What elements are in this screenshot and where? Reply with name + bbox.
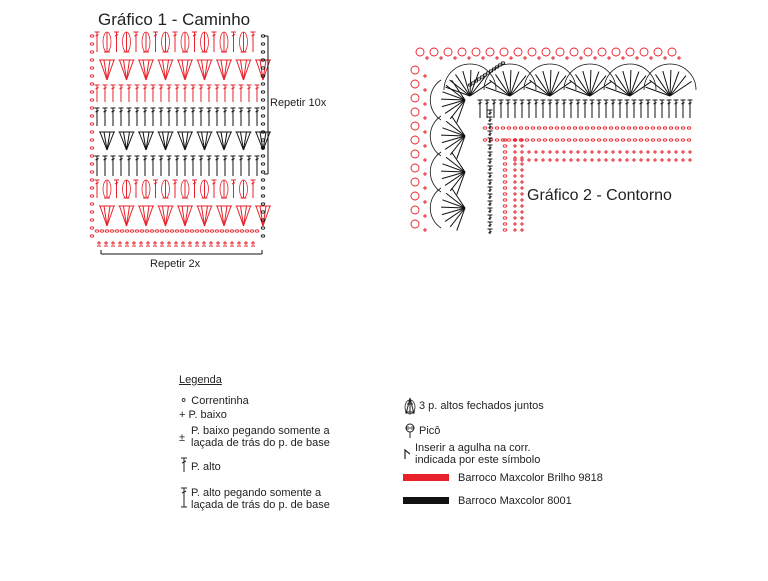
repeat-rows-label: Repetir 10x: [270, 97, 327, 109]
repeat-cols-label: Repetir 2x: [150, 258, 201, 270]
double-crochet-icon: [181, 457, 187, 472]
picot-icon: [405, 423, 415, 438]
chart2-title: Gráfico 2 - Contorno: [527, 187, 672, 204]
chain-stitch-icon: ⚬: [179, 395, 189, 407]
chart1-title: Gráfico 1 - Caminho: [98, 10, 251, 29]
single-crochet-icon: +: [179, 409, 186, 421]
three-dc-cluster-icon: [404, 397, 416, 415]
double-crochet-back-loop-icon: [181, 487, 187, 508]
legend-item-chain: ⚬ Correntinha: [179, 395, 249, 407]
legend-title: Legenda: [179, 374, 222, 386]
legend-color-label-black: Barroco Maxcolor 8001: [458, 495, 572, 507]
legend-item-single-crochet: + P. baixo: [179, 409, 227, 421]
legend-color-label-red: Barroco Maxcolor Brilho 9818: [458, 472, 603, 484]
color-swatch-red: [403, 474, 449, 481]
single-crochet-back-loop-icon: ±: [179, 432, 186, 444]
color-swatch-black: [403, 497, 449, 504]
insert-hook-icon: [404, 448, 411, 459]
